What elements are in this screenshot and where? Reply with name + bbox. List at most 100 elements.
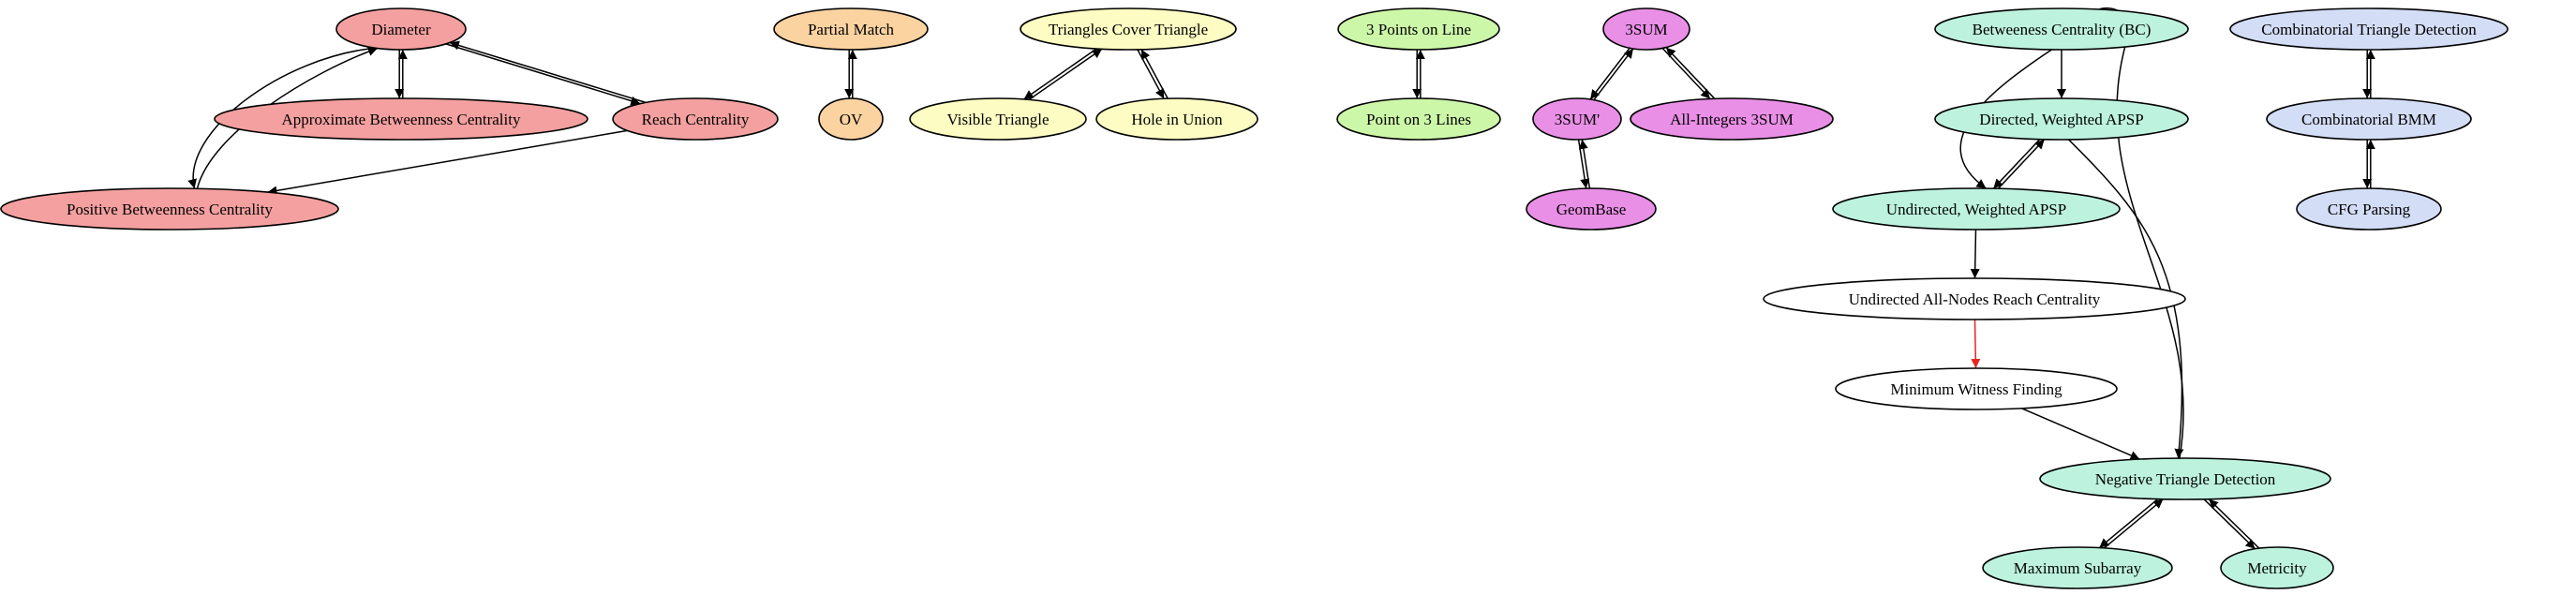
edge-undirected_apsp-to-directed_apsp bbox=[1997, 139, 2046, 189]
node-label: Undirected, Weighted APSP bbox=[1886, 201, 2066, 218]
node-ellipse bbox=[1630, 97, 1834, 141]
node-metricity: Metricity bbox=[2220, 546, 2334, 589]
node-partial-match: Partial Match bbox=[773, 7, 929, 51]
edge-max_subarray-to-neg_triangle bbox=[2104, 498, 2164, 549]
edge-min_witness-to-neg_triangle bbox=[2021, 408, 2140, 460]
edge-threesum-to-threesum_prime bbox=[1589, 47, 1630, 100]
node-ellipse bbox=[2220, 546, 2334, 589]
edge-reach_centrality-to-positive_bc bbox=[267, 129, 628, 196]
node-ellipse bbox=[335, 7, 467, 51]
node-label: Undirected All-Nodes Reach Centrality bbox=[1849, 290, 2101, 308]
edge-triangles_cover-to-visible_triangle bbox=[1023, 48, 1097, 100]
node-positive-betweenness-centrality: Positive Betweenness Centrality bbox=[0, 187, 339, 231]
edge-all_integers_3sum-to-threesum bbox=[1665, 47, 1716, 99]
edge-threesum_prime-to-geombase bbox=[1577, 139, 1590, 189]
edge-arrow bbox=[1971, 319, 1981, 369]
edge-arrow bbox=[1578, 139, 1591, 189]
node-negative-triangle-detection: Negative Triangle Detection bbox=[2039, 457, 2331, 500]
node-label: Combinatorial Triangle Detection bbox=[2261, 21, 2477, 38]
node-approximate-betweenness-centrality: Approximate Betweenness Centrality bbox=[214, 97, 588, 141]
edge-arrow bbox=[1028, 48, 1103, 101]
node-label: Combinatorial BMM bbox=[2301, 111, 2436, 128]
edge-arrow bbox=[1665, 47, 1716, 99]
node-all-integers-3sum: All-Integers 3SUM bbox=[1630, 97, 1834, 141]
node-reach-centrality: Reach Centrality bbox=[612, 97, 779, 141]
node-maximum-subarray: Maximum Subarray bbox=[1982, 546, 2173, 589]
edge-arrow bbox=[1023, 48, 1097, 100]
edges-layer bbox=[187, 7, 2375, 550]
node-ellipse bbox=[1602, 7, 1690, 51]
node-label: Triangles Cover Triangle bbox=[1049, 21, 1208, 38]
node-label: 3SUM bbox=[1625, 21, 1667, 38]
edge-diameter-to-reach_centrality bbox=[445, 43, 641, 106]
node-diameter: Diameter bbox=[335, 7, 467, 51]
node-cfg-parsing: CFG Parsing bbox=[2296, 187, 2442, 231]
node-label: 3 Points on Line bbox=[1366, 21, 1471, 38]
edge-triangles_cover-to-hole_in_union bbox=[1137, 49, 1165, 99]
node-label: All-Integers 3SUM bbox=[1670, 111, 1794, 128]
node-ellipse bbox=[1934, 7, 2189, 51]
node-geombase: GeomBase bbox=[1526, 187, 1657, 231]
edge-threesum_prime-to-threesum bbox=[1593, 48, 1634, 101]
node-ellipse bbox=[2039, 457, 2331, 500]
edge-arrow bbox=[1137, 49, 1165, 99]
node-ellipse bbox=[0, 187, 339, 231]
node-label: Positive Betweenness Centrality bbox=[67, 201, 274, 218]
node-minimum-witness-finding: Minimum Witness Finding bbox=[1835, 367, 2118, 410]
edge-arrow bbox=[1140, 49, 1169, 99]
node-ellipse bbox=[773, 7, 929, 51]
edge-directed_apsp-to-neg_triangle bbox=[2068, 139, 2184, 459]
node-3sum: 3SUM bbox=[1602, 7, 1690, 51]
node-label: OV bbox=[840, 111, 863, 128]
node-triangles-cover-triangle: Triangles Cover Triangle bbox=[1020, 7, 1237, 51]
node-ellipse bbox=[1532, 97, 1622, 141]
edge-arrow bbox=[1577, 139, 1590, 189]
node-ellipse bbox=[2296, 187, 2442, 231]
edge-arrow bbox=[2021, 408, 2140, 460]
node-ellipse bbox=[1934, 97, 2189, 141]
node-ellipse bbox=[1526, 187, 1657, 231]
edge-arrow bbox=[1970, 229, 1980, 279]
edge-arrow bbox=[2208, 498, 2260, 549]
node-label: Visible Triangle bbox=[946, 111, 1049, 128]
node-label: Minimum Witness Finding bbox=[1890, 380, 2062, 398]
edge-arrow bbox=[2203, 498, 2256, 550]
node-3-points-on-line: 3 Points on Line bbox=[1337, 7, 1500, 51]
node-ellipse bbox=[818, 97, 884, 141]
node-betweeness-centrality-bc: Betweeness Centrality (BC) bbox=[1934, 7, 2189, 51]
edge-threesum-to-all_integers_3sum bbox=[1661, 47, 1711, 100]
edge-neg_triangle-to-metricity bbox=[2203, 498, 2256, 550]
node-directed-weighted-apsp: Directed, Weighted APSP bbox=[1934, 97, 2189, 141]
edge-metricity-to-neg_triangle bbox=[2208, 498, 2260, 549]
node-undirected-weighted-apsp: Undirected, Weighted APSP bbox=[1832, 187, 2121, 231]
node-label: Hole in Union bbox=[1131, 111, 1223, 128]
edge-arrow bbox=[187, 47, 376, 189]
node-ellipse bbox=[1337, 7, 1500, 51]
edge-diameter-to-positive_bc bbox=[187, 47, 376, 189]
node-label: Negative Triangle Detection bbox=[2095, 470, 2276, 488]
node-ellipse bbox=[612, 97, 779, 141]
node-label: Directed, Weighted APSP bbox=[1979, 111, 2143, 128]
edge-arrow bbox=[445, 43, 641, 106]
edge-arrow bbox=[2104, 498, 2164, 549]
node-ellipse bbox=[214, 97, 588, 141]
edge-arrow bbox=[1997, 139, 2046, 189]
node-ellipse bbox=[1982, 546, 2173, 589]
node-label: Reach Centrality bbox=[642, 111, 750, 128]
node-label: Approximate Betweenness Centrality bbox=[282, 111, 521, 128]
node-ov: OV bbox=[818, 97, 884, 141]
edge-arrow bbox=[267, 129, 628, 196]
node-combinatorial-triangle-detection: Combinatorial Triangle Detection bbox=[2229, 7, 2509, 51]
node-hole-in-union: Hole in Union bbox=[1095, 97, 1258, 141]
edge-arrow bbox=[2068, 139, 2184, 459]
edge-undirected_apsp-to-undirected_reach bbox=[1970, 229, 1980, 279]
node-label: Betweeness Centrality (BC) bbox=[1973, 21, 2152, 38]
node-ellipse bbox=[909, 97, 1087, 141]
node-ellipse bbox=[2266, 97, 2472, 141]
edge-arrow bbox=[1661, 47, 1711, 100]
node-ellipse bbox=[1763, 277, 2186, 320]
edge-visible_triangle-to-triangles_cover bbox=[1028, 48, 1103, 101]
node-label: Maximum Subarray bbox=[2014, 559, 2142, 577]
node-label: Diameter bbox=[371, 21, 431, 38]
